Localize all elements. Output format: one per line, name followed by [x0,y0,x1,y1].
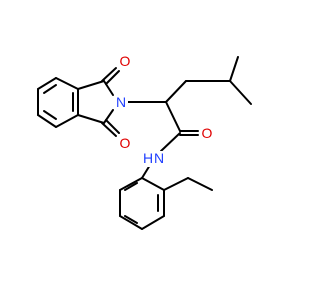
bond [101,67,117,82]
ethyl-group [163,177,213,191]
bond [103,80,114,96]
bond [229,80,252,105]
bond [77,114,105,124]
bond [141,164,151,179]
carbonyl-upper [101,67,120,85]
nitrogen-label: N [154,150,164,166]
bond [187,177,213,191]
bond [124,215,138,224]
atom-o-bottom: O [118,135,132,151]
phthalimide-benzene-ring [37,77,79,128]
bond [55,77,79,90]
bond [141,215,165,230]
bond [165,101,181,132]
molecule-canvas: O O N O H N [37,53,252,230]
bond [105,70,120,85]
bond [119,215,143,230]
isobutyl-chain [165,56,252,105]
atom-o-amide: O [200,125,214,141]
nitrogen-label: N [116,94,126,110]
bond [37,77,57,90]
bond [160,132,181,152]
bond [77,80,105,90]
atom-o-top: O [118,53,132,69]
carbonyl-lower [101,119,120,137]
bond [55,114,79,128]
bond [165,80,187,103]
phenyl-ring [119,177,165,230]
bond [119,177,143,191]
bond [43,110,57,120]
oxygen-label: O [120,53,131,69]
bond [37,114,57,128]
bond [103,109,114,124]
bond [124,182,138,191]
bond [141,177,165,191]
oxygen-label: O [202,125,213,141]
bond [163,177,189,191]
structure-drawing: O O N O H N [37,53,252,230]
atom-n-ring: N [114,94,128,110]
amide-carbonyl [179,130,199,136]
bond [43,84,57,94]
bond [101,122,117,137]
oxygen-label: O [120,135,131,151]
bond [229,56,239,82]
hydrogen-label: H [143,150,153,166]
imide-ring [77,80,114,124]
bond [105,119,120,134]
atom-nh-amide: H N [141,150,167,167]
